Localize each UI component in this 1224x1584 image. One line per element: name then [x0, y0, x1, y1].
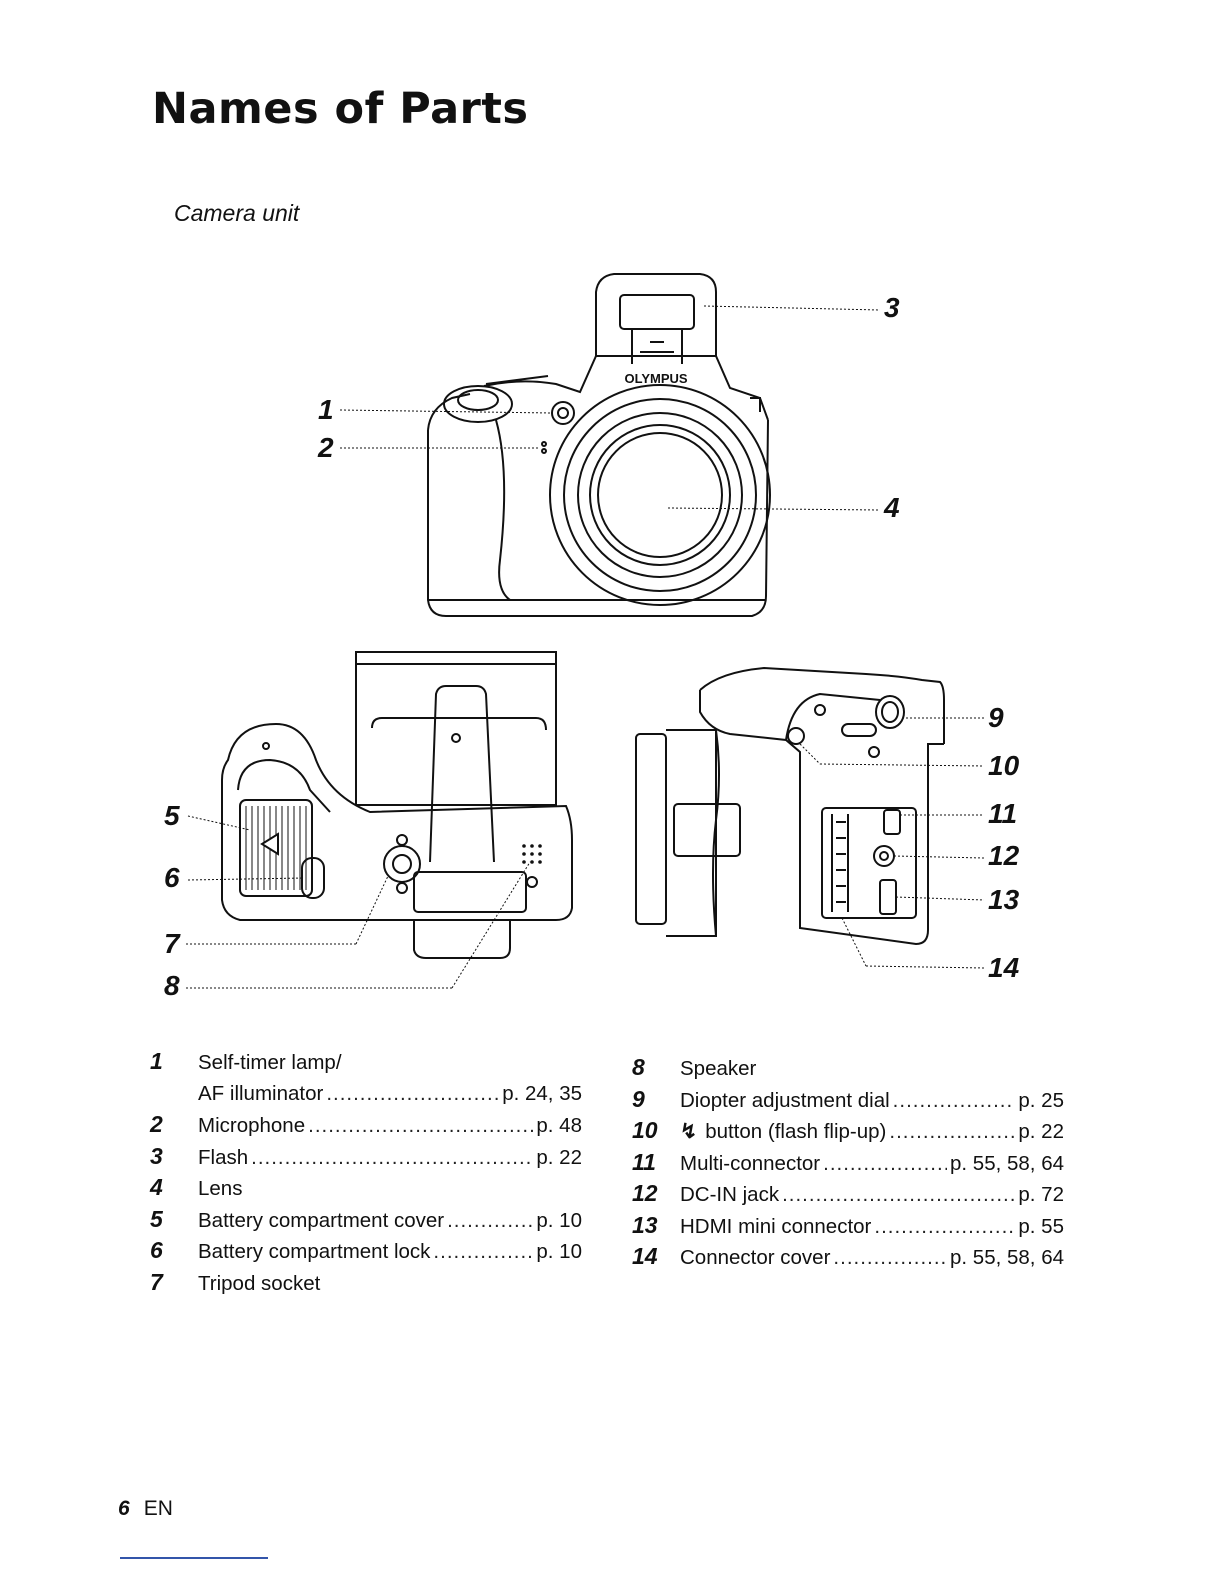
callout-7: 7 [164, 928, 180, 959]
page-title: Names of Parts [152, 84, 529, 134]
page-number: 6 [118, 1497, 130, 1520]
dot-leader: ........................................… [326, 1081, 500, 1105]
callout-11: 11 [988, 798, 1018, 829]
callout-6: 6 [164, 862, 180, 893]
dot-leader: ........................................… [833, 1246, 948, 1269]
dot-leader: ........................................… [889, 1120, 1015, 1143]
callout-12: 12 [988, 840, 1020, 871]
dot-leader: ........................................… [251, 1145, 533, 1169]
dot-leader: ........................................… [782, 1183, 1015, 1206]
page-footer: 6 EN [118, 1497, 173, 1521]
dot-leader: ........................................… [447, 1208, 533, 1232]
footer-rule [120, 1557, 268, 1559]
camera-front-view [427, 273, 771, 617]
camera-illustrations: OLYMPUS [186, 273, 985, 989]
language-code: EN [143, 1497, 173, 1520]
leader-lines [186, 305, 985, 989]
section-subtitle: Camera unit [174, 200, 300, 226]
callout-5: 5 [164, 800, 180, 831]
callout-2: 2 [318, 432, 334, 463]
callout-9: 9 [988, 702, 1004, 733]
brand-logo: OLYMPUS [624, 371, 687, 386]
list-item: AF illuminator..........................… [150, 1078, 582, 1110]
callout-4: 4 [884, 492, 900, 523]
dot-leader: ........................................… [308, 1114, 533, 1137]
callout-10: 10 [988, 750, 1020, 781]
callout-13: 13 [988, 884, 1020, 915]
callout-3: 3 [884, 292, 900, 323]
callout-1: 1 [318, 394, 334, 425]
camera-bottom-view [221, 651, 573, 959]
callout-8: 8 [164, 970, 180, 1001]
camera-side-view [635, 666, 945, 946]
flash-icon: ↯ [680, 1120, 698, 1143]
list-item: 11Multi-connector.......................… [632, 1147, 1064, 1179]
dot-leader: ........................................… [892, 1088, 1016, 1112]
callout-14: 14 [988, 952, 1020, 983]
dot-leader: ........................................… [433, 1240, 534, 1263]
dot-leader: ........................................… [874, 1214, 1015, 1238]
list-item: 10↯button (flash flip-up)...............… [632, 1115, 1064, 1147]
dot-leader: ........................................… [823, 1151, 947, 1175]
